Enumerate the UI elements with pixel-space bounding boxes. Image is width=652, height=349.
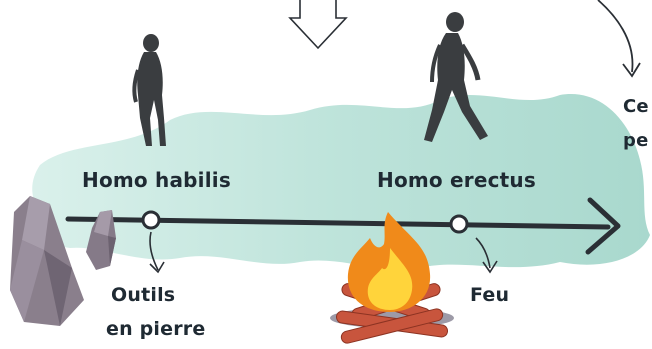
timeline-marker-habilis: [143, 212, 159, 228]
homo-habilis-silhouette-icon: [134, 34, 166, 146]
timeline-marker-erectus: [451, 216, 467, 232]
side-text-line2: pe: [623, 130, 649, 151]
event-label-en-pierre: en pierre: [106, 318, 205, 340]
side-text-line1: Ce: [623, 96, 649, 117]
event-label-feu: Feu: [470, 284, 509, 306]
event-label-outils: Outils: [111, 284, 175, 306]
down-arrow-icon: [290, 0, 346, 48]
species-label-erectus: Homo erectus: [377, 168, 536, 192]
species-label-habilis: Homo habilis: [82, 168, 231, 192]
curved-arrow-icon: [598, 0, 632, 72]
